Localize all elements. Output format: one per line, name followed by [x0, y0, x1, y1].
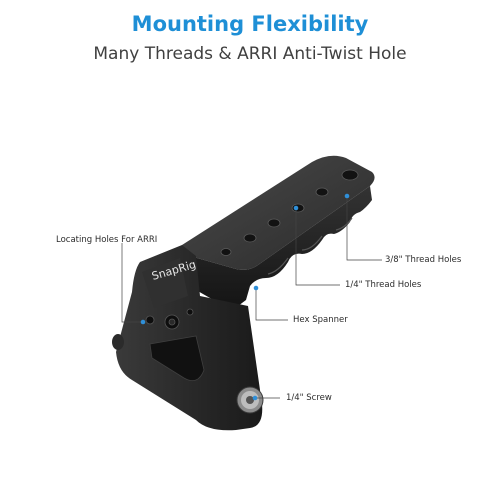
- callout-locating-holes: Locating Holes For ARRI: [56, 235, 158, 245]
- page-subtitle: Many Threads & ARRI Anti-Twist Hole: [93, 44, 407, 64]
- top-plate: [181, 155, 375, 270]
- page-title: Mounting Flexibility: [131, 12, 369, 36]
- callout-hex-spanner: Hex Spanner: [293, 315, 348, 325]
- callout-thread-3-8: 3/8" Thread Holes: [385, 255, 462, 265]
- front-holes: [145, 308, 194, 330]
- callout-screw-1-4: 1/4" Screw: [286, 393, 332, 403]
- screw-1-4: [236, 386, 264, 414]
- callout-thread-1-4: 1/4" Thread Holes: [345, 280, 422, 290]
- cutout: [149, 335, 205, 382]
- handle-grip: [190, 186, 372, 306]
